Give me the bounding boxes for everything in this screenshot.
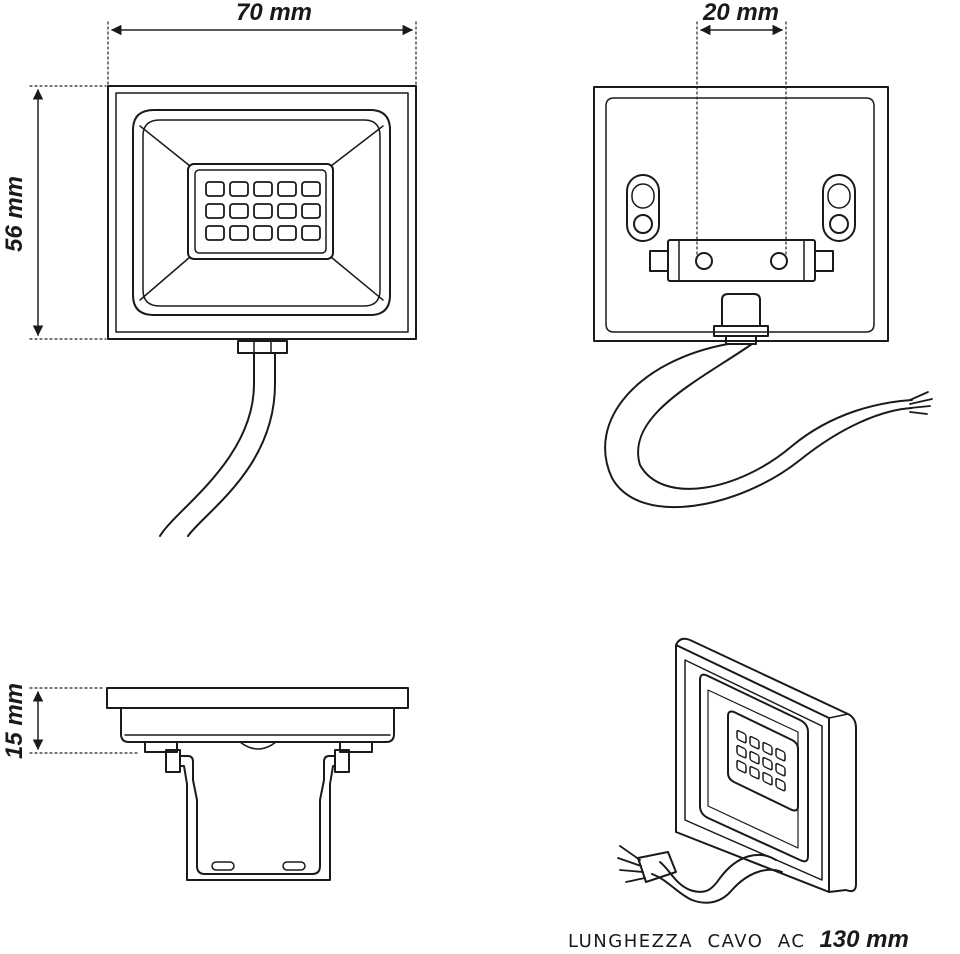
mounting-slot-right (822, 174, 856, 242)
height-dimension (29, 85, 107, 340)
cable-wires (909, 391, 933, 415)
width-dimension (107, 21, 417, 85)
led-array (205, 181, 321, 241)
cable-length-caption: LUNGHEZZA CAVO AC 130 mm (568, 926, 909, 954)
cable-length-label: LUNGHEZZA CAVO AC (568, 931, 806, 952)
depth-label: 15 mm (1, 683, 28, 759)
iso-cable-sleeve (637, 851, 677, 883)
height-label: 56 mm (1, 176, 28, 252)
hole-spacing-dimension (696, 21, 787, 263)
cable-gland-front (237, 340, 288, 354)
depth-dimension (29, 687, 141, 754)
back-view (593, 86, 933, 508)
iso-led-array (736, 729, 786, 792)
cable-gland-back (713, 293, 769, 345)
iso-cable (651, 853, 783, 904)
hole-spacing-label: 20 mm (702, 0, 779, 26)
front-view (107, 85, 417, 537)
isometric-view (617, 637, 857, 904)
side-view (106, 687, 409, 881)
cable-back (604, 343, 913, 508)
iso-cable-wires (617, 845, 646, 883)
cable-length-value: 130 mm (819, 926, 909, 953)
width-label: 70 mm (236, 0, 312, 26)
bracket-bar (649, 239, 834, 282)
mounting-slot-left (626, 174, 660, 242)
cable-front (159, 353, 276, 537)
side-bracket (144, 741, 373, 881)
